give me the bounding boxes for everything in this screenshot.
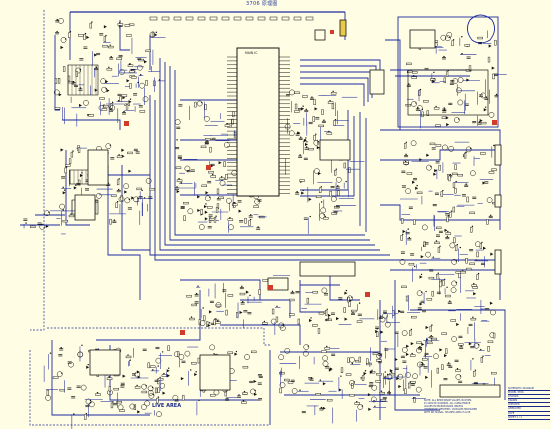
crt-board xyxy=(397,14,499,128)
live-area-label: LIVE AREA xyxy=(152,403,182,409)
main-ic-label: MAIN IC xyxy=(245,51,258,55)
note-line: NOTE: ALL RESISTANCE VALUES IN OHMS, xyxy=(424,399,472,402)
title-block-row: SCHEMATIC DIAGRAM xyxy=(508,387,550,392)
note-line: WITH NO SIGNAL. SHADED AREA IS LIVE. xyxy=(424,411,471,414)
right-connectors xyxy=(314,19,502,275)
note-line: K=1000 M=1000000. ALL CAPACITANCE xyxy=(424,402,471,405)
title-block-row: CHASSIS xyxy=(508,395,550,400)
test-point-markers xyxy=(124,30,497,335)
component-layer xyxy=(23,16,507,429)
title-block-row: APPROVED xyxy=(508,407,550,412)
secondary-ics xyxy=(74,29,501,398)
title-block-row: DATE xyxy=(508,412,550,416)
diagram-title: 3706 原理图 xyxy=(246,1,278,7)
title-block: SCHEMATIC DIAGRAM MODEL 3706 CHASSIS DRA… xyxy=(508,387,550,427)
main-ic: MAIN IC xyxy=(227,47,290,197)
title-block-row: CHECKED xyxy=(508,403,550,408)
main-ic-pins xyxy=(227,56,290,194)
note-line: VALUES IN MICROFARADS UNLESS xyxy=(424,405,464,408)
title-block-row: MODEL 3706 xyxy=(508,391,550,396)
title-block-row: DRAWN xyxy=(508,399,550,404)
note-line: OTHERWISE SPECIFIED. VOLTAGES MEASURED xyxy=(424,408,478,411)
schematic-notes: NOTE: ALL RESISTANCE VALUES IN OHMS, K=1… xyxy=(424,399,506,425)
title-block-row: SHEET 1 / 1 xyxy=(508,416,550,420)
